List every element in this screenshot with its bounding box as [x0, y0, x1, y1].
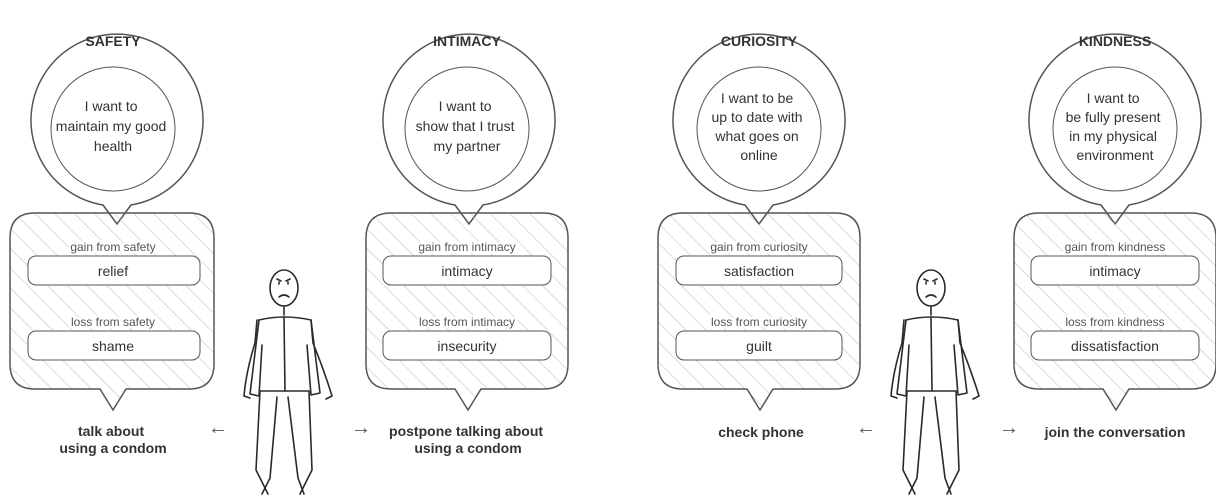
gain-value-box — [675, 255, 843, 286]
loss-label: loss from kindness — [1065, 315, 1164, 329]
want-text: I want to show that I trust my partner — [416, 98, 519, 154]
gain-value: satisfaction — [724, 263, 794, 279]
value-title: KINDNESS — [1079, 33, 1151, 49]
gain-label: gain from safety — [70, 240, 155, 254]
gain-value: intimacy — [441, 263, 492, 279]
loss-value-box — [27, 330, 201, 361]
gain-value: intimacy — [1089, 263, 1140, 279]
loss-value: shame — [92, 338, 134, 354]
left-arrow-icon: ← — [208, 417, 228, 439]
gain-label: gain from kindness — [1065, 240, 1166, 254]
gain-label: gain from curiosity — [710, 240, 807, 254]
loss-label: loss from curiosity — [711, 315, 807, 329]
panel-intimacy: INTIMACY I want to show that I trust my … — [365, 33, 569, 412]
right-arrow-icon: → — [351, 417, 371, 439]
inner-circle — [50, 66, 176, 192]
loss-value-box — [382, 330, 552, 361]
loss-label: loss from safety — [71, 315, 155, 329]
panel-kindness: KINDNESS I want to be fully present in m… — [1013, 33, 1216, 412]
want-text: I want to be up to date with what goes o… — [712, 90, 807, 163]
inner-circle — [696, 66, 822, 192]
loss-label: loss from intimacy — [419, 315, 515, 329]
action-label-2: postpone talking about using a condom — [389, 423, 547, 456]
panel-curiosity: CURIOSITY I want to be up to date with w… — [657, 33, 861, 412]
action-label-4: join the conversation — [1044, 424, 1186, 440]
value-title: INTIMACY — [433, 33, 501, 49]
loss-value-box — [1030, 330, 1200, 361]
gain-value-box — [1030, 255, 1200, 286]
value-title: CURIOSITY — [721, 33, 798, 49]
gain-label: gain from intimacy — [418, 240, 515, 254]
value-title: SAFETY — [85, 33, 141, 49]
panel-safety: SAFETY I want to maintain my good health… — [9, 33, 215, 412]
want-text: I want to be fully present in my physica… — [1066, 90, 1165, 163]
inner-circle — [1052, 66, 1178, 192]
inner-circle — [404, 66, 530, 192]
left-arrow-icon: ← — [856, 417, 876, 439]
gain-value: relief — [98, 263, 128, 279]
loss-value: dissatisfaction — [1071, 338, 1159, 354]
gain-value-box — [27, 255, 201, 286]
loss-value: guilt — [746, 338, 772, 354]
right-arrow-icon: → — [999, 417, 1019, 439]
loss-value: insecurity — [437, 338, 496, 354]
want-text: I want to maintain my good health — [56, 98, 170, 154]
action-label-3: check phone — [718, 424, 804, 440]
person-figure-icon — [243, 269, 333, 495]
gain-value-box — [382, 255, 552, 286]
person-figure-icon — [890, 269, 980, 495]
loss-value-box — [675, 330, 843, 361]
action-label-1: talk about using a condom — [59, 423, 166, 456]
